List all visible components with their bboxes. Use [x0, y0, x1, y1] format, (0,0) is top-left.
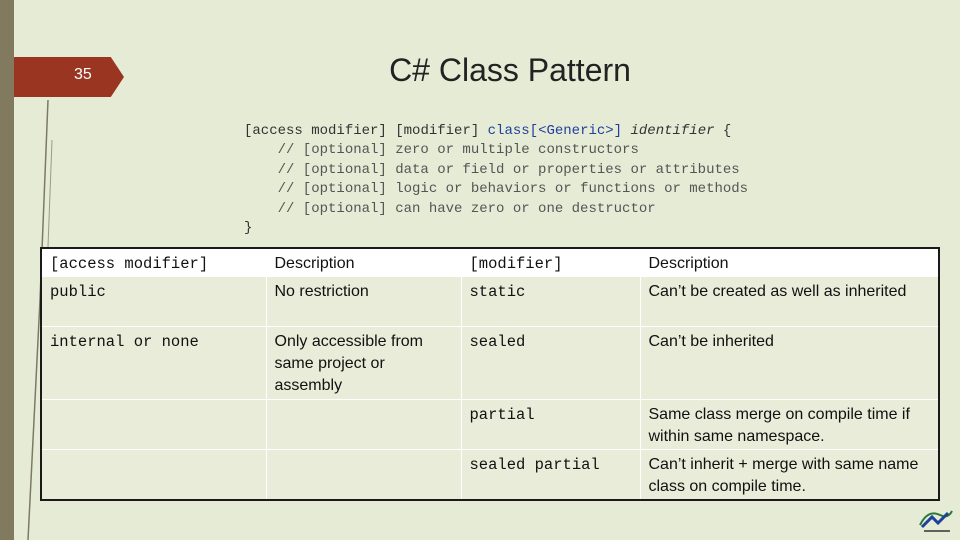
table-cell: Can’t be created as well as inherited	[639, 276, 940, 328]
table-header-row: [access modifier] Description [modifier]…	[40, 247, 940, 278]
table-cell: sealed partial	[460, 449, 641, 501]
slide-title: C# Class Pattern	[389, 52, 631, 88]
code-access-modifier: [access modifier]	[244, 123, 387, 139]
code-comment: // [optional] can have zero or one destr…	[244, 200, 656, 217]
table-cell	[265, 449, 462, 501]
header-access-modifier: [access modifier]	[40, 247, 267, 278]
code-brace-open: {	[722, 123, 732, 139]
slide-number: 35	[74, 66, 92, 83]
table-cell: Can’t be inherited	[639, 326, 940, 400]
header-modifier: [modifier]	[460, 247, 641, 278]
table-cell: sealed	[460, 326, 641, 400]
table-row: sealed partial Can’t inherit + merge wit…	[40, 449, 940, 501]
code-modifier: [modifier]	[395, 123, 480, 139]
left-decor-strip	[0, 0, 14, 540]
table-cell: No restriction	[265, 276, 462, 328]
code-comment: // [optional] logic or behaviors or func…	[244, 181, 749, 198]
table-cell: Can’t inherit + merge with same name cla…	[639, 449, 940, 501]
header-description: Description	[639, 247, 940, 278]
table-cell	[40, 449, 267, 501]
table-cell: public	[40, 276, 267, 328]
code-comment: // [optional] data or field or propertie…	[244, 161, 740, 178]
code-brace-close: }	[244, 220, 253, 237]
table-cell: partial	[460, 398, 641, 451]
header-description: Description	[265, 247, 462, 278]
code-identifier: identifier	[630, 123, 715, 139]
modifier-table: [access modifier] Description [modifier]…	[40, 247, 940, 501]
table-row: internal or none Only accessible from sa…	[40, 326, 940, 400]
table-cell	[265, 398, 462, 451]
table-cell: Same class merge on compile time if with…	[639, 398, 940, 451]
code-generic: [<Generic>]	[529, 123, 623, 139]
table-row: partial Same class merge on compile time…	[40, 398, 940, 451]
table-row: public No restriction static Can’t be cr…	[40, 276, 940, 328]
table-cell: Only accessible from same project or ass…	[265, 326, 462, 400]
table-cell	[40, 398, 267, 451]
code-class-keyword: class	[487, 123, 530, 139]
slide-number-banner	[14, 57, 124, 97]
table-cell: internal or none	[40, 326, 267, 400]
code-comment: // [optional] zero or multiple construct…	[244, 142, 639, 159]
code-block: [access modifier] [modifier] class[<Gene…	[244, 122, 748, 238]
logo-icon	[919, 510, 953, 532]
table-cell: static	[460, 276, 641, 328]
